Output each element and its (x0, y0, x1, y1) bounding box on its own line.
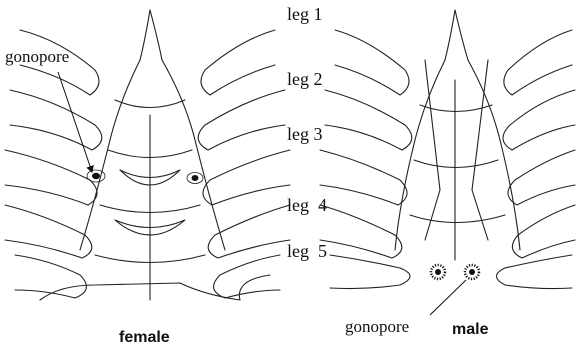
leg-4-label: leg 4 (287, 195, 327, 215)
leg-2-label: leg 2 (287, 69, 323, 89)
female-gonopore-left (92, 173, 100, 179)
female-caption: female (119, 329, 170, 346)
male-gonopore-label: gonopore (345, 317, 409, 336)
leg-1-label: leg 1 (287, 4, 323, 24)
male-sternum-drawing (320, 10, 575, 289)
male-gonopore-pointer (430, 280, 466, 315)
male-gonopores (431, 265, 479, 279)
male-caption: male (452, 321, 489, 338)
female-gonopore-pointer (58, 72, 92, 172)
leg-3-label: leg 3 (287, 124, 323, 144)
female-gonopore-label: gonopore (5, 47, 69, 66)
female-gonopore-right (192, 175, 199, 181)
leg-5-label: leg 5 (287, 241, 327, 261)
